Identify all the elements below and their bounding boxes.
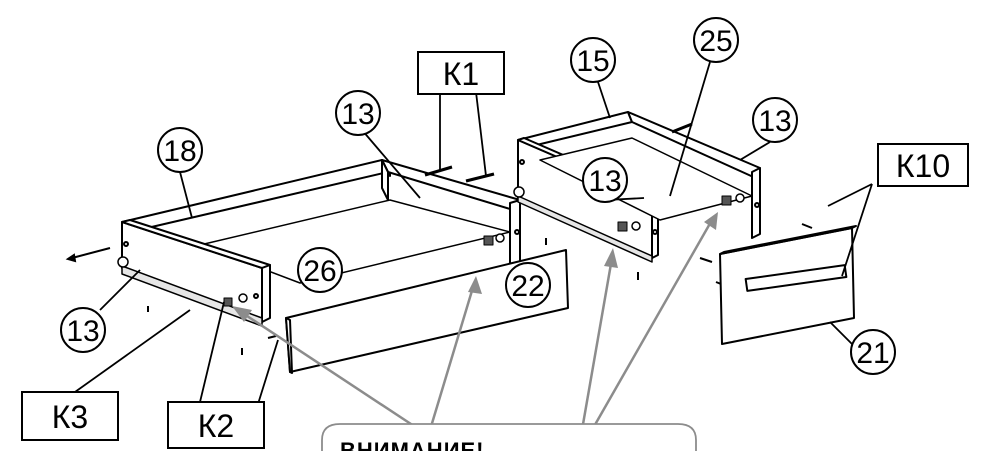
right-drawer	[513, 111, 761, 263]
warning-arrows	[237, 219, 714, 432]
callout-13-right-top: 13	[752, 97, 798, 143]
warning-text: ВНИМАНИЕ!	[340, 438, 485, 451]
svg-text:К10: К10	[896, 148, 950, 184]
svg-text:13: 13	[66, 315, 99, 348]
callout-22: 22	[505, 262, 551, 308]
svg-text:15: 15	[576, 45, 609, 78]
handle	[744, 264, 848, 292]
label-k2: К2	[167, 401, 265, 449]
svg-text:13: 13	[588, 165, 621, 198]
callouts: 18 13 13 26 22 15 25 13	[60, 17, 896, 375]
svg-text:К2: К2	[198, 408, 234, 444]
callout-26: 26	[297, 247, 343, 293]
svg-text:22: 22	[511, 270, 544, 303]
callout-13-right-inner: 13	[582, 157, 628, 203]
svg-text:26: 26	[303, 255, 336, 288]
svg-text:13: 13	[341, 98, 374, 131]
svg-text:13: 13	[758, 105, 791, 138]
callout-15: 15	[570, 37, 616, 83]
front-panel-22	[285, 249, 569, 374]
front-panel-21	[719, 225, 857, 345]
label-k1: К1	[417, 51, 505, 95]
svg-text:К3: К3	[52, 399, 88, 435]
callout-13-left-side: 13	[60, 307, 106, 353]
callout-13-left-box: 13	[335, 90, 381, 136]
label-k3: К3	[21, 391, 119, 441]
svg-text:25: 25	[699, 25, 732, 58]
svg-text:18: 18	[163, 135, 196, 168]
callout-21: 21	[850, 329, 896, 375]
label-k10: К10	[877, 143, 969, 187]
left-drawer	[117, 159, 521, 327]
screws-left	[65, 165, 547, 355]
svg-text:21: 21	[856, 337, 889, 370]
kit-labels: К1 К10 К3 К2	[21, 51, 969, 449]
warning-box: ВНИМАНИЕ!	[321, 423, 697, 456]
svg-text:К1: К1	[443, 56, 479, 92]
leader-lines	[74, 61, 873, 405]
callout-25: 25	[693, 17, 739, 63]
warning-arrowheads	[232, 212, 718, 322]
callout-18: 18	[157, 127, 203, 173]
